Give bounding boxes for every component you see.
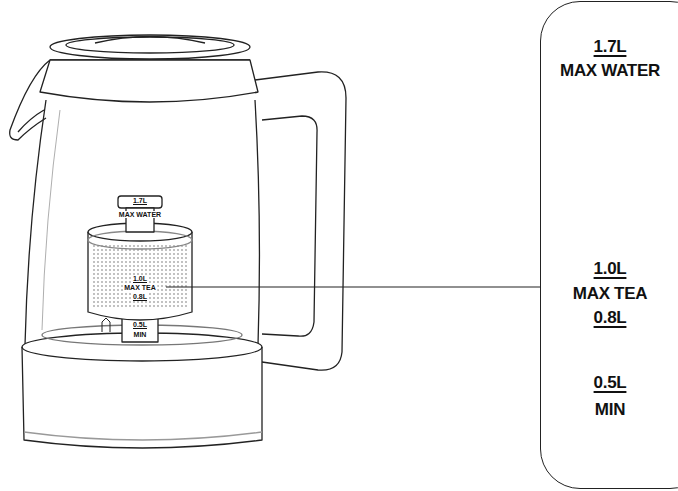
capacity-mark: 0.5L — [132, 321, 148, 328]
capacity-mark: 0.8L — [132, 293, 148, 300]
capacity-mark: 0.5L — [594, 374, 627, 392]
level-name: MIN — [133, 331, 148, 338]
callout-panel: 1.7L MAX WATER 1.0L MAX TEA 0.8L 0.5L MIN — [540, 1, 678, 489]
capacity-mark: 0.8L — [594, 309, 627, 327]
capacity-mark: 1.7L — [594, 38, 627, 56]
capacity-mark: 1.7L — [132, 197, 148, 204]
capacity-mark: 1.0L — [594, 260, 627, 278]
level-name: MAX WATER — [560, 62, 660, 80]
level-name: MAX WATER — [118, 211, 162, 218]
level-name: MIN — [595, 401, 625, 419]
level-name: MAX TEA — [573, 285, 647, 303]
level-name: MAX TEA — [123, 284, 157, 291]
capacity-mark: 1.0L — [132, 275, 148, 282]
